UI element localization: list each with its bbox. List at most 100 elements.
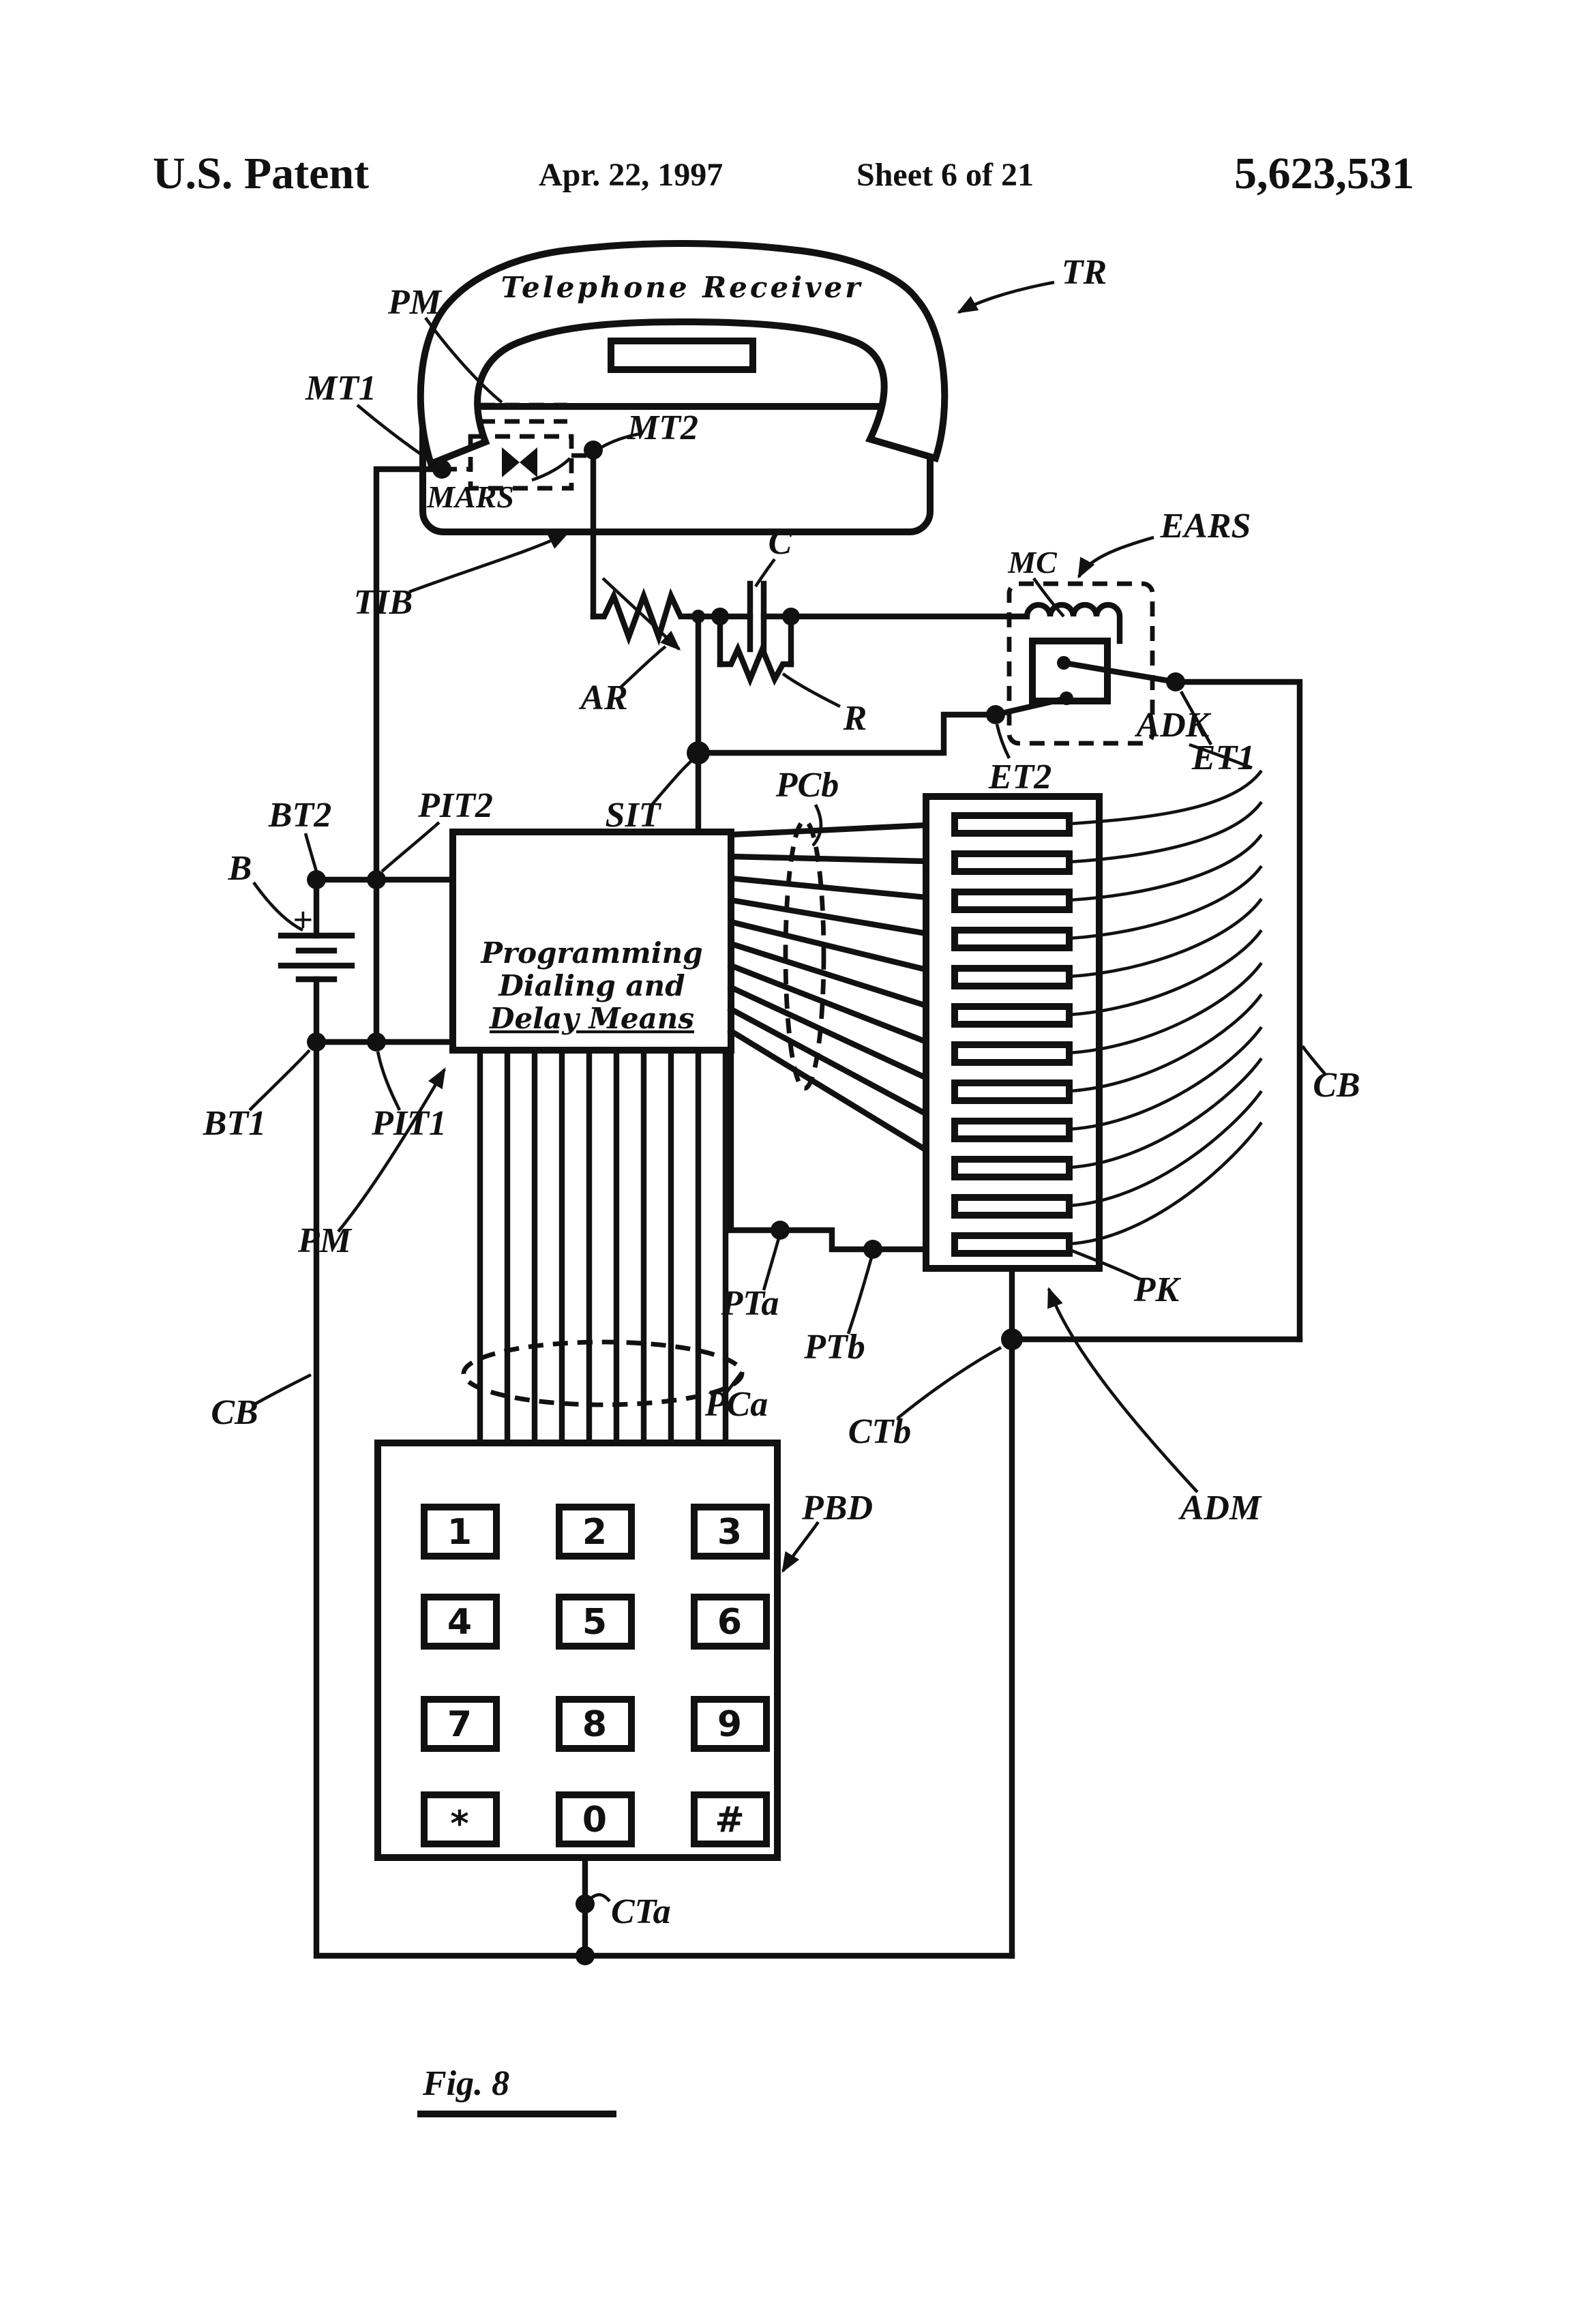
c-leader [754, 558, 776, 588]
node-ctb [1001, 1328, 1023, 1350]
junction-nodes [307, 441, 1185, 1965]
ears-assembly [991, 581, 1179, 746]
bt1-leader [248, 1049, 311, 1112]
pm-connector [480, 402, 567, 424]
label-pca: PCa [704, 1385, 768, 1424]
adm-arrow [1047, 1287, 1199, 1493]
pca-leader [724, 1371, 743, 1395]
pk-leader [1071, 1249, 1141, 1281]
node-et2 [986, 705, 1005, 724]
label-r: R [843, 699, 867, 738]
key-hash: # [715, 1800, 745, 1841]
label-pit2: PIT2 [417, 786, 493, 825]
label-tib: TIB [354, 583, 413, 622]
label-adm: ADM [1178, 1489, 1262, 1528]
label-cb-left: CB [211, 1393, 258, 1432]
tr-arrow [957, 280, 1055, 314]
adk-box [923, 793, 1103, 1272]
label-mt1: MT1 [305, 369, 376, 408]
header: U.S. Patent Apr. 22, 1997 Sheet 6 of 21 … [153, 149, 1414, 198]
ctb-leader [896, 1345, 1002, 1420]
keypad-keys: 1 2 3 4 5 6 7 8 9 * 0 # [421, 1504, 770, 1847]
label-sit: SIT [606, 796, 662, 835]
node-bt2 [307, 870, 326, 889]
adk-leader [1189, 743, 1253, 770]
label-pk: PK [1133, 1270, 1182, 1309]
node-et1 [1166, 672, 1185, 691]
node-ptb [863, 1240, 882, 1259]
programming-box: Programming Dialing and Delay Means [449, 829, 734, 1054]
node-bt1 [307, 1032, 326, 1052]
figure-caption: Fig. 8 [417, 2064, 616, 2117]
key-0: 0 [582, 1800, 607, 1841]
patent-number: 5,623,531 [1234, 149, 1414, 198]
mt1-leader [356, 404, 436, 465]
pbd-arrow [781, 1521, 820, 1573]
mc-coil [1006, 601, 1123, 644]
key-5: 5 [582, 1602, 607, 1643]
key-star: * [450, 1804, 468, 1845]
mars-leader [531, 457, 571, 482]
battery-plus: + [293, 901, 313, 940]
node-cta [576, 1894, 595, 1913]
label-mt2: MT2 [627, 408, 698, 447]
label-c: C [768, 523, 793, 562]
pca-bundle [461, 1047, 745, 1446]
key-8: 8 [582, 1704, 607, 1745]
mars-contact-right [520, 447, 537, 477]
pcb-cable-marker [783, 818, 826, 1091]
node-cap-left [711, 608, 729, 625]
label-et2: ET2 [988, 758, 1051, 796]
node-sit [687, 741, 710, 764]
patent-title: U.S. Patent [153, 149, 369, 198]
ptb-leader [846, 1257, 874, 1335]
pta-leader [762, 1238, 781, 1291]
label-b: B [228, 849, 252, 888]
pcb-bundle [727, 818, 959, 1172]
node-mt2 [584, 441, 603, 460]
label-pta: PTa [721, 1284, 779, 1323]
label-bt2: BT2 [268, 796, 331, 835]
mars-contact-left [502, 447, 520, 477]
node-pta [771, 1221, 790, 1240]
programming-box-outline [449, 829, 734, 1054]
sheet-number: Sheet 6 of 21 [856, 157, 1034, 193]
label-pbd: PBD [801, 1489, 873, 1528]
key-4: 4 [447, 1602, 472, 1643]
adk-fan [1069, 769, 1263, 1246]
key-6: 6 [717, 1602, 742, 1643]
label-tr: TR [1062, 253, 1107, 292]
handset-outline [417, 240, 949, 468]
label-et1: ET1 [1191, 739, 1255, 777]
key-2: 2 [582, 1512, 607, 1553]
resistor-r [717, 641, 794, 687]
leaders [248, 280, 1327, 1903]
label-pcb: PCb [775, 766, 839, 805]
battery: + [278, 901, 355, 983]
cb-right-leader [1301, 1045, 1327, 1076]
resistor-ar [590, 577, 693, 651]
label-ctb: CTb [848, 1412, 911, 1451]
et1-leader [1179, 690, 1212, 746]
node-cta-junction [576, 1946, 595, 1965]
ar-arrow [601, 577, 681, 651]
handset-grip [608, 338, 756, 373]
label-bt1: BT1 [203, 1104, 266, 1143]
label-ears: EARS [1160, 507, 1251, 546]
node-sit-top [691, 610, 705, 623]
cta-leader [589, 1893, 611, 1903]
node-mt1 [432, 460, 451, 479]
label-adk: ADK [1135, 706, 1212, 745]
label-cta: CTa [611, 1892, 671, 1931]
ears-arrow [1077, 535, 1154, 579]
mc-leader [1032, 577, 1065, 618]
label-pit1: PIT1 [371, 1104, 447, 1143]
tib-arrow [408, 531, 569, 594]
programming-line3: Delay Means [489, 1002, 694, 1035]
label-cb-right: CB [1313, 1066, 1360, 1105]
cb-left-leader [252, 1373, 312, 1406]
labels: TR PM MT1 MT2 MARS TIB AR C R MC EARS ET… [203, 253, 1360, 1931]
programming-line2: Dialing and [498, 969, 685, 1002]
r-leader [781, 672, 841, 709]
